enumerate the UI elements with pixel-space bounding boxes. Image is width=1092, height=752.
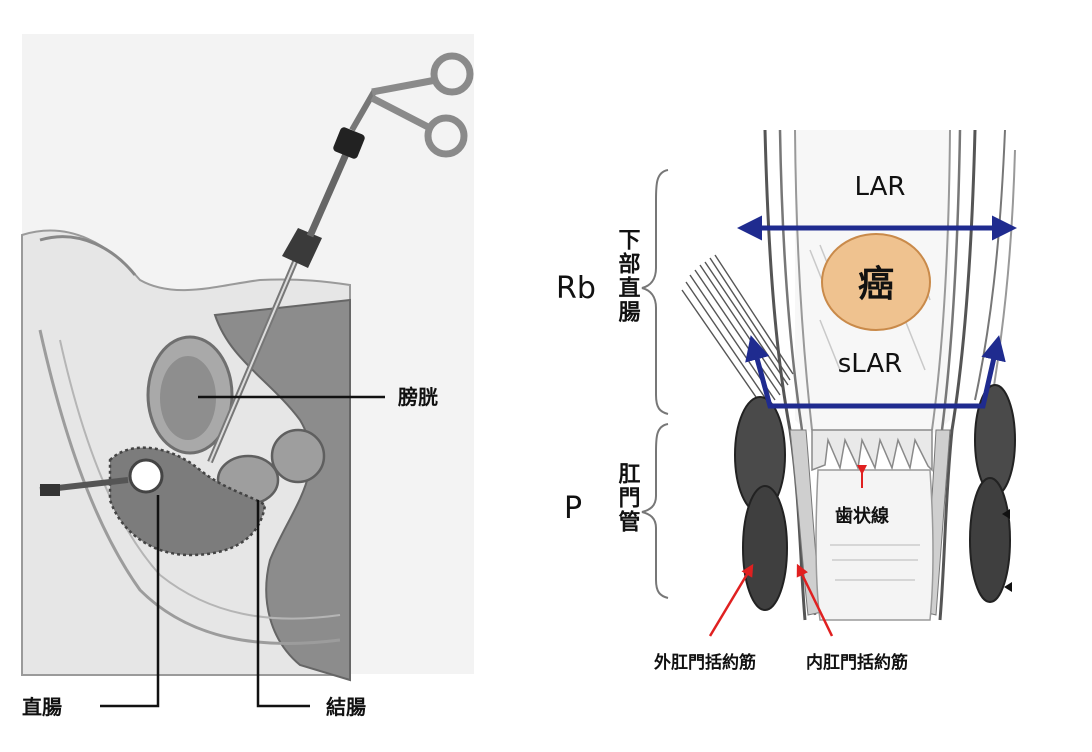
body-contour xyxy=(38,329,341,645)
slar-arrow xyxy=(745,335,1006,409)
p-name-label: 肛門管 xyxy=(615,462,641,534)
p-abbrev-label: P xyxy=(564,491,582,526)
lar-label: LAR xyxy=(855,172,906,202)
handle-arm-upper xyxy=(371,76,437,96)
right-outer-tissue-2 xyxy=(989,149,1016,411)
external-sphincter-pointer xyxy=(708,563,754,637)
right-sphincter-lower xyxy=(969,477,1011,603)
handle-ring-upper xyxy=(430,52,474,96)
right-edge-arrow-upper xyxy=(1002,509,1010,519)
internal-sphincter-label: 内肛門括約筋 xyxy=(806,652,908,673)
rectum-leader xyxy=(100,495,160,708)
bladder-label: 膀胱 xyxy=(397,385,438,409)
internal-sphincter-pointer xyxy=(796,563,834,637)
handle-arm-lower xyxy=(370,94,432,132)
bladder-inner xyxy=(160,356,216,440)
lower-canal-folds xyxy=(830,544,920,581)
anal-columns xyxy=(811,429,933,472)
rb-name-label: 下部直腸 xyxy=(615,228,641,324)
pelvis-illustration xyxy=(21,34,474,682)
cancer-label: 癌 xyxy=(858,264,894,305)
instrument-collar xyxy=(333,127,365,159)
slar-label: sLAR xyxy=(838,349,902,379)
right-outer-tissue xyxy=(974,129,1006,401)
abdominal-wall xyxy=(39,235,137,276)
rb-abbrev-label: Rb xyxy=(556,271,596,306)
colon-label: 結腸 xyxy=(326,695,366,719)
right-wall-inner xyxy=(931,129,951,431)
instrument-rod xyxy=(306,143,354,238)
trocar xyxy=(282,228,322,268)
right-sphincter-upper xyxy=(974,384,1016,496)
sacrum xyxy=(213,298,351,682)
left-sphincter-lower xyxy=(742,485,788,611)
stapler-handle xyxy=(40,484,60,496)
colon-loop-upper xyxy=(270,428,326,484)
dentate-line-label: 歯状線 xyxy=(835,505,889,527)
laparoscope-shaft-highlight xyxy=(209,249,301,463)
body-contour-inner xyxy=(59,339,341,620)
left-wall-inner xyxy=(794,129,813,431)
handle-ring-lower xyxy=(424,114,468,158)
external-sphincter-label: 外肛門括約筋 xyxy=(654,652,756,673)
instrument-neck xyxy=(349,88,378,132)
rb-brace xyxy=(641,169,669,415)
stapler-head xyxy=(128,458,164,494)
colon-leader xyxy=(256,500,310,708)
rectum-label: 直腸 xyxy=(22,695,62,719)
p-brace xyxy=(641,423,669,599)
right-edge-arrow-lower xyxy=(1004,582,1012,592)
